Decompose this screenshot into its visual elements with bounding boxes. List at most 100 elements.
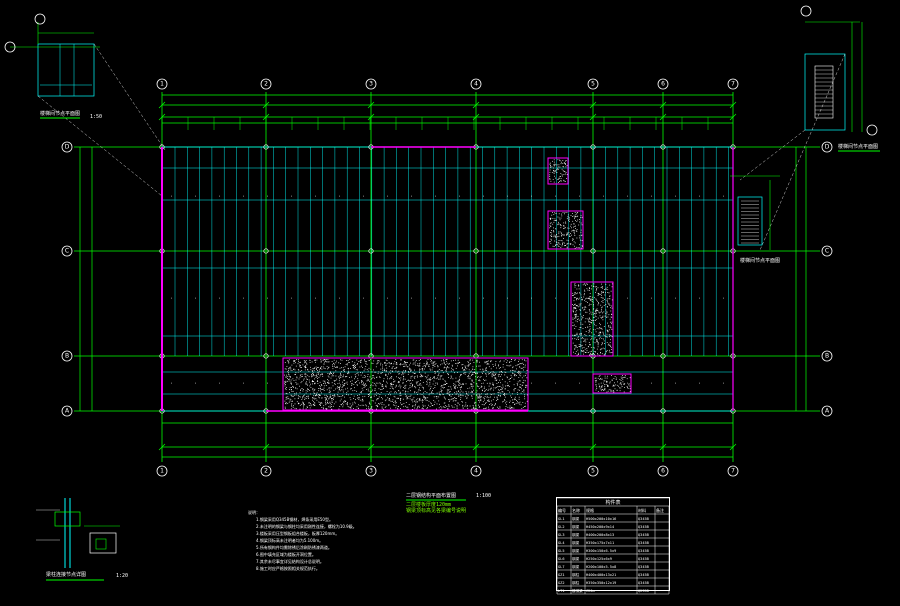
note-line: 3.楼板采用压型钢板组合楼板，板厚120mm。 xyxy=(256,531,340,536)
axis-col-3-label: 3 xyxy=(369,81,373,88)
detail-nw-scale: 1:50 xyxy=(90,114,102,120)
svg-text:·: · xyxy=(554,296,557,302)
svg-text:·: · xyxy=(698,194,701,200)
svg-text:·: · xyxy=(722,194,725,200)
axis-col-1-bubble xyxy=(156,78,168,90)
detail-ne-axis-row xyxy=(866,124,878,136)
svg-text:·: · xyxy=(722,381,725,387)
svg-text:·: · xyxy=(578,381,581,387)
table-cell: H400x400x13x21 xyxy=(586,573,616,577)
svg-text:·: · xyxy=(362,381,365,387)
svg-text:·: · xyxy=(290,194,293,200)
column-node xyxy=(263,248,269,254)
svg-text:·: · xyxy=(410,381,413,387)
table-header: 名称 xyxy=(572,507,580,513)
axis-col-7-bubble xyxy=(727,78,739,90)
svg-text:·: · xyxy=(578,296,581,302)
axis-col-2-label: 2 xyxy=(264,81,268,88)
svg-text:·: · xyxy=(458,296,461,302)
svg-text:·: · xyxy=(266,381,269,387)
axis-col-4-bubble xyxy=(470,78,482,90)
column-node xyxy=(263,353,269,359)
column-node xyxy=(660,248,666,254)
table-cell: 钢梁 xyxy=(572,516,580,521)
svg-text:·: · xyxy=(626,194,629,200)
svg-text:·: · xyxy=(578,194,581,200)
table-cell: Q345B xyxy=(638,557,649,561)
detail-nw-leader xyxy=(93,43,166,151)
svg-text:·: · xyxy=(338,381,341,387)
svg-text:·: · xyxy=(362,296,365,302)
svg-text:·: · xyxy=(650,381,653,387)
main-subtitle: 二层楼板厚度120mm xyxy=(406,501,451,508)
svg-text:·: · xyxy=(626,381,629,387)
table-cell: GL6 xyxy=(558,557,565,561)
axis-col-2-bubble xyxy=(260,78,272,90)
detail-nw-axis xyxy=(34,13,46,25)
svg-text:·: · xyxy=(722,296,725,302)
svg-text:·: · xyxy=(194,381,197,387)
column-node xyxy=(660,408,666,414)
axis-row-B-bubble xyxy=(61,350,73,362)
axis-row-A-label: A xyxy=(65,408,70,415)
svg-text:·: · xyxy=(674,296,677,302)
axis-row-C-label: C xyxy=(65,248,69,255)
axis-row-D-bubble xyxy=(61,141,73,153)
axis-row-B-right-bubble xyxy=(821,350,833,362)
svg-text:·: · xyxy=(242,194,245,200)
column-node xyxy=(590,408,596,414)
table-cell: GL3 xyxy=(558,533,565,537)
svg-text:·: · xyxy=(530,296,533,302)
axis-col-6-label: 6 xyxy=(661,81,665,88)
axis-row-D-right-label: D xyxy=(825,144,830,151)
svg-text:·: · xyxy=(386,381,389,387)
svg-text:·: · xyxy=(602,296,605,302)
detail-se-title: 楼梯间节点平面图 xyxy=(740,257,780,264)
column-node xyxy=(660,353,666,359)
svg-text:·: · xyxy=(218,194,221,200)
detail-se-frame xyxy=(737,196,763,246)
table-cell: C20a xyxy=(586,589,595,593)
svg-text:·: · xyxy=(170,194,173,200)
table-cell: LT1 xyxy=(558,589,565,593)
column-node xyxy=(590,144,596,150)
slab-opening xyxy=(547,210,584,250)
detail-ne-stair xyxy=(814,65,834,119)
axis-col-3-bubble xyxy=(365,78,377,90)
svg-text:·: · xyxy=(698,296,701,302)
column-node xyxy=(263,144,269,150)
note-line: 8.施工时应严格按照相关规范执行。 xyxy=(256,566,320,571)
table-cell: Q345B xyxy=(638,517,649,521)
table-cell: Q345B xyxy=(638,549,649,553)
table-cell: GL7 xyxy=(558,565,565,569)
table-cell: Q345B xyxy=(638,565,649,569)
axis-col-4-bottom-bubble xyxy=(470,465,482,477)
table-cell: Q345B xyxy=(638,525,649,529)
svg-text:·: · xyxy=(194,194,197,200)
axis-row-C-right-label: C xyxy=(825,248,829,255)
table-cell: H450x200x9x14 xyxy=(586,525,614,529)
table-cell: H300x150x6.5x9 xyxy=(586,549,616,553)
svg-text:·: · xyxy=(506,296,509,302)
detail-sw-title: 梁柱连接节点详图 xyxy=(46,571,86,578)
svg-text:·: · xyxy=(386,296,389,302)
note-line: 1.钢梁采用Q345B钢材，焊条采用E50型。 xyxy=(256,517,333,522)
axis-col-3-bottom-bubble xyxy=(365,465,377,477)
svg-text:·: · xyxy=(650,194,653,200)
column-node xyxy=(473,248,479,254)
axis-col-5-bottom-label: 5 xyxy=(591,468,595,475)
axis-col-5-bubble xyxy=(587,78,599,90)
table-cell: GL2 xyxy=(558,525,565,529)
svg-text:·: · xyxy=(530,381,533,387)
svg-text:·: · xyxy=(386,194,389,200)
svg-text:·: · xyxy=(290,296,293,302)
beam-layout: ········································… xyxy=(159,144,736,414)
svg-text:·: · xyxy=(434,194,437,200)
svg-text:·: · xyxy=(194,296,197,302)
svg-text:·: · xyxy=(674,194,677,200)
table-cell: Q345B xyxy=(638,541,649,545)
table-title: 构件表 xyxy=(605,499,620,506)
table-cell: Q345B xyxy=(638,573,649,577)
